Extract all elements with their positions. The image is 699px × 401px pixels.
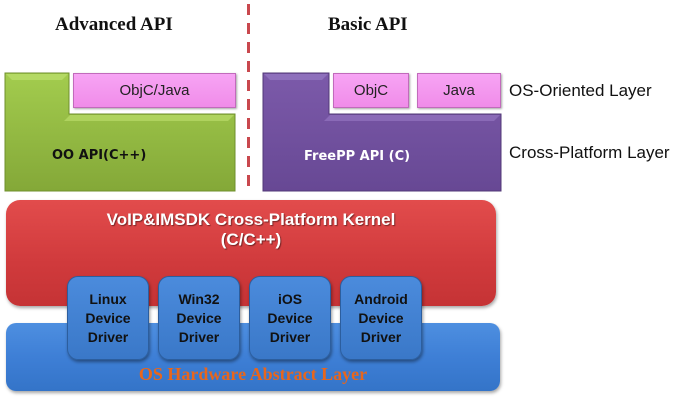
freepp-api-block: FreePP API (C): [262, 72, 502, 192]
driver-name: Android: [354, 290, 408, 307]
driver-line3: Driver: [269, 328, 311, 345]
api-divider-line: [247, 4, 250, 194]
driver-line3: Driver: [87, 328, 129, 345]
driver-line2: Device: [176, 309, 222, 326]
os-oriented-layer-label: OS-Oriented Layer: [509, 81, 652, 100]
driver-name: Win32: [178, 290, 220, 307]
driver-line2: Device: [85, 309, 131, 326]
driver-name: iOS: [277, 290, 303, 307]
hal-title: OS Hardware Abstract Layer: [138, 364, 368, 384]
driver-line3: Driver: [178, 328, 220, 345]
basic-api-heading: Basic API: [328, 14, 408, 35]
freepp-api-label: FreePP API (C): [304, 149, 411, 164]
kernel-title-line1: VoIP&IMSDK Cross-Platform Kernel: [106, 210, 396, 229]
driver-line2: Device: [267, 309, 313, 326]
driver-line2: Device: [358, 309, 404, 326]
driver-line3: Driver: [360, 328, 402, 345]
cross-platform-layer-label: Cross-Platform Layer: [509, 143, 670, 162]
objc-binding: ObjC: [333, 73, 409, 108]
oo-api-label: OO API(C++): [52, 148, 147, 163]
advanced-api-heading: Advanced API: [55, 14, 173, 35]
kernel-title: VoIP&IMSDK Cross-Platform Kernel (C/C++): [6, 210, 496, 250]
oo-api-block: OO API(C++): [4, 72, 236, 192]
objc-java-binding: ObjC/Java: [73, 73, 236, 108]
driver-name: Linux: [89, 290, 127, 307]
kernel-title-line2: (C/C++): [220, 230, 282, 249]
java-binding: Java: [417, 73, 501, 108]
